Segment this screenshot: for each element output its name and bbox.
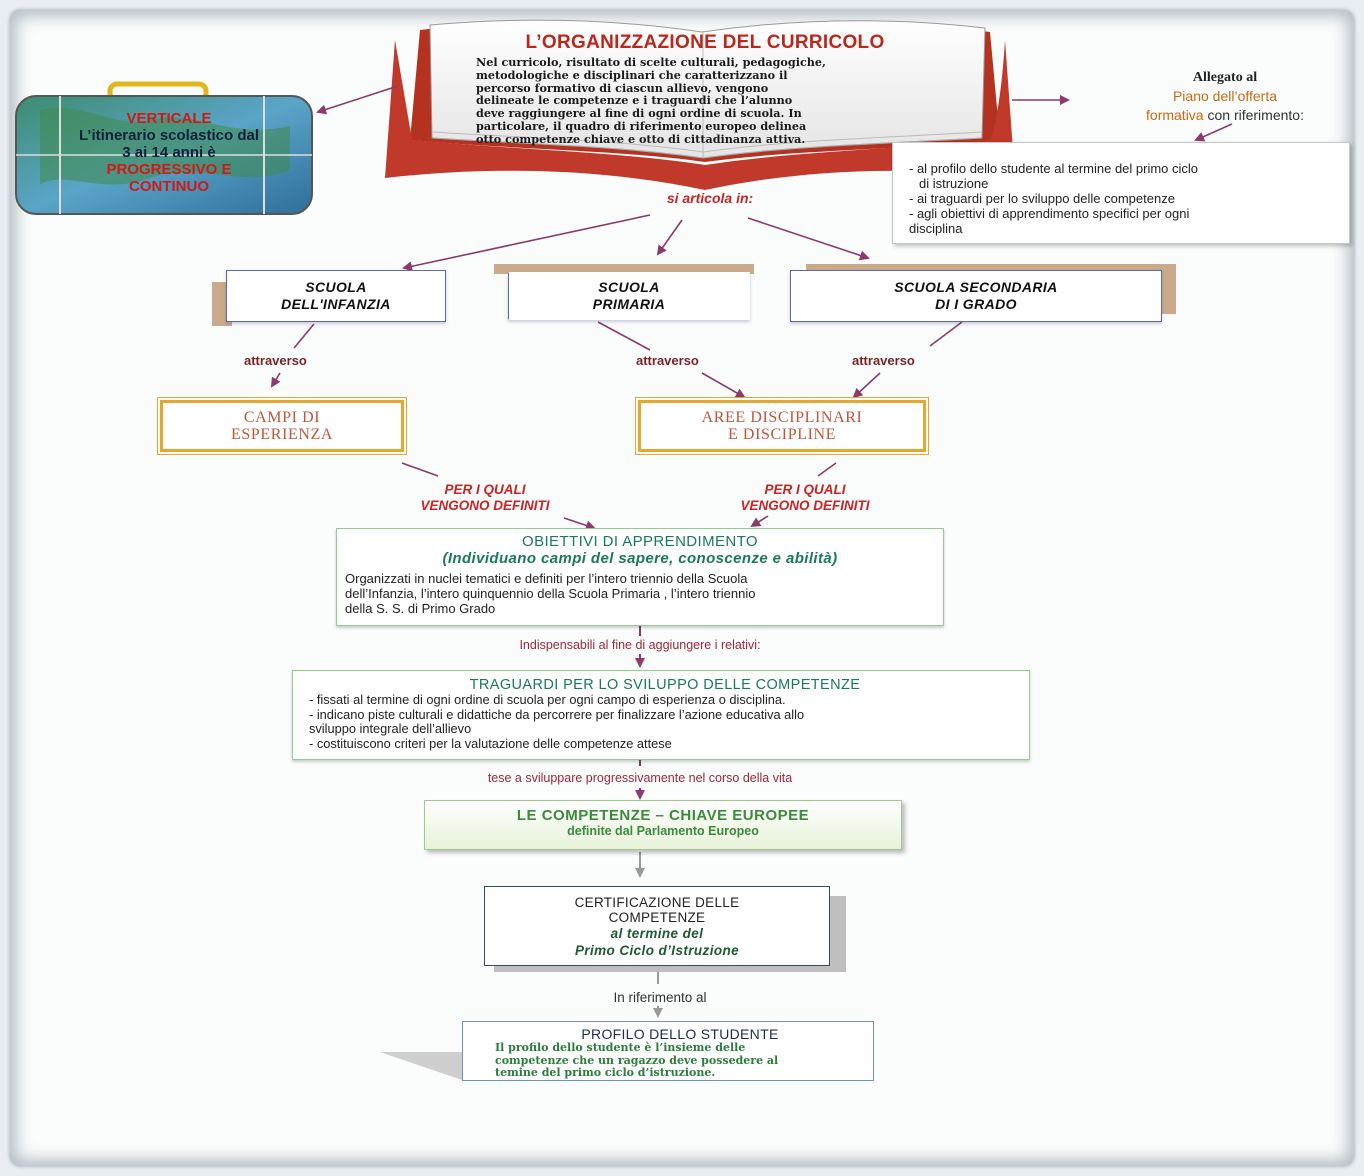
obiettivi-text: Organizzati in nuclei tematici e definit… — [345, 571, 756, 616]
allegato-references-box: - al profilo dello studente al termine d… — [892, 142, 1350, 244]
suitcase-text: VERTICALE L’itinerario scolastico dal 3 … — [78, 110, 260, 195]
traguardi-box: TRAGUARDI PER LO SVILUPPO DELLE COMPETEN… — [292, 670, 1030, 760]
si-articola-label: si articola in: — [666, 190, 754, 206]
profilo-box: PROFILO DELLO STUDENTE Il profilo dello … — [462, 1021, 874, 1081]
book-illustration — [385, 19, 1015, 190]
riferimento-label: In riferimento al — [613, 990, 707, 1005]
profilo-text: Il profilo dello studente è l’insieme de… — [495, 1041, 779, 1079]
traguardi-title: TRAGUARDI PER LO SVILUPPO DELLE COMPETEN… — [469, 677, 861, 693]
book-title: L’ORGANIZZAZIONE DEL CURRICOLO — [525, 32, 885, 53]
profilo-title: PROFILO DELLO STUDENTE — [581, 1026, 779, 1042]
obiettivi-subtitle: (Individuano campi del sapere, conoscenz… — [442, 550, 838, 567]
attraverso-label: attraverso — [636, 353, 699, 368]
attraverso-label: attraverso — [852, 353, 915, 368]
traguardi-text: - fissati al termine di ogni ordine di s… — [309, 692, 805, 751]
allegato-note: Allegato al Piano dell’offerta formativa… — [1146, 70, 1304, 123]
tese-label: tese a sviluppare progressivamente nel c… — [487, 771, 793, 785]
book-text: Nel curricolo, risultato di scelte cultu… — [476, 55, 826, 146]
attraverso-label: attraverso — [244, 353, 307, 368]
indispensabili-label: Indispensabili al fine di aggiungere i r… — [519, 638, 761, 652]
certificazione-box: CERTIFICAZIONE DELLE COMPETENZE al termi… — [484, 886, 830, 966]
competenze-chiave-box: LE COMPETENZE – CHIAVE EUROPEE definite … — [424, 800, 902, 850]
suitcase-illustration — [15, 81, 313, 215]
obiettivi-box: OBIETTIVI DI APPRENDIMENTO (Individuano … — [336, 528, 944, 626]
school-shadow — [494, 264, 754, 274]
obiettivi-title: OBIETTIVI DI APPRENDIMENTO — [522, 533, 758, 550]
